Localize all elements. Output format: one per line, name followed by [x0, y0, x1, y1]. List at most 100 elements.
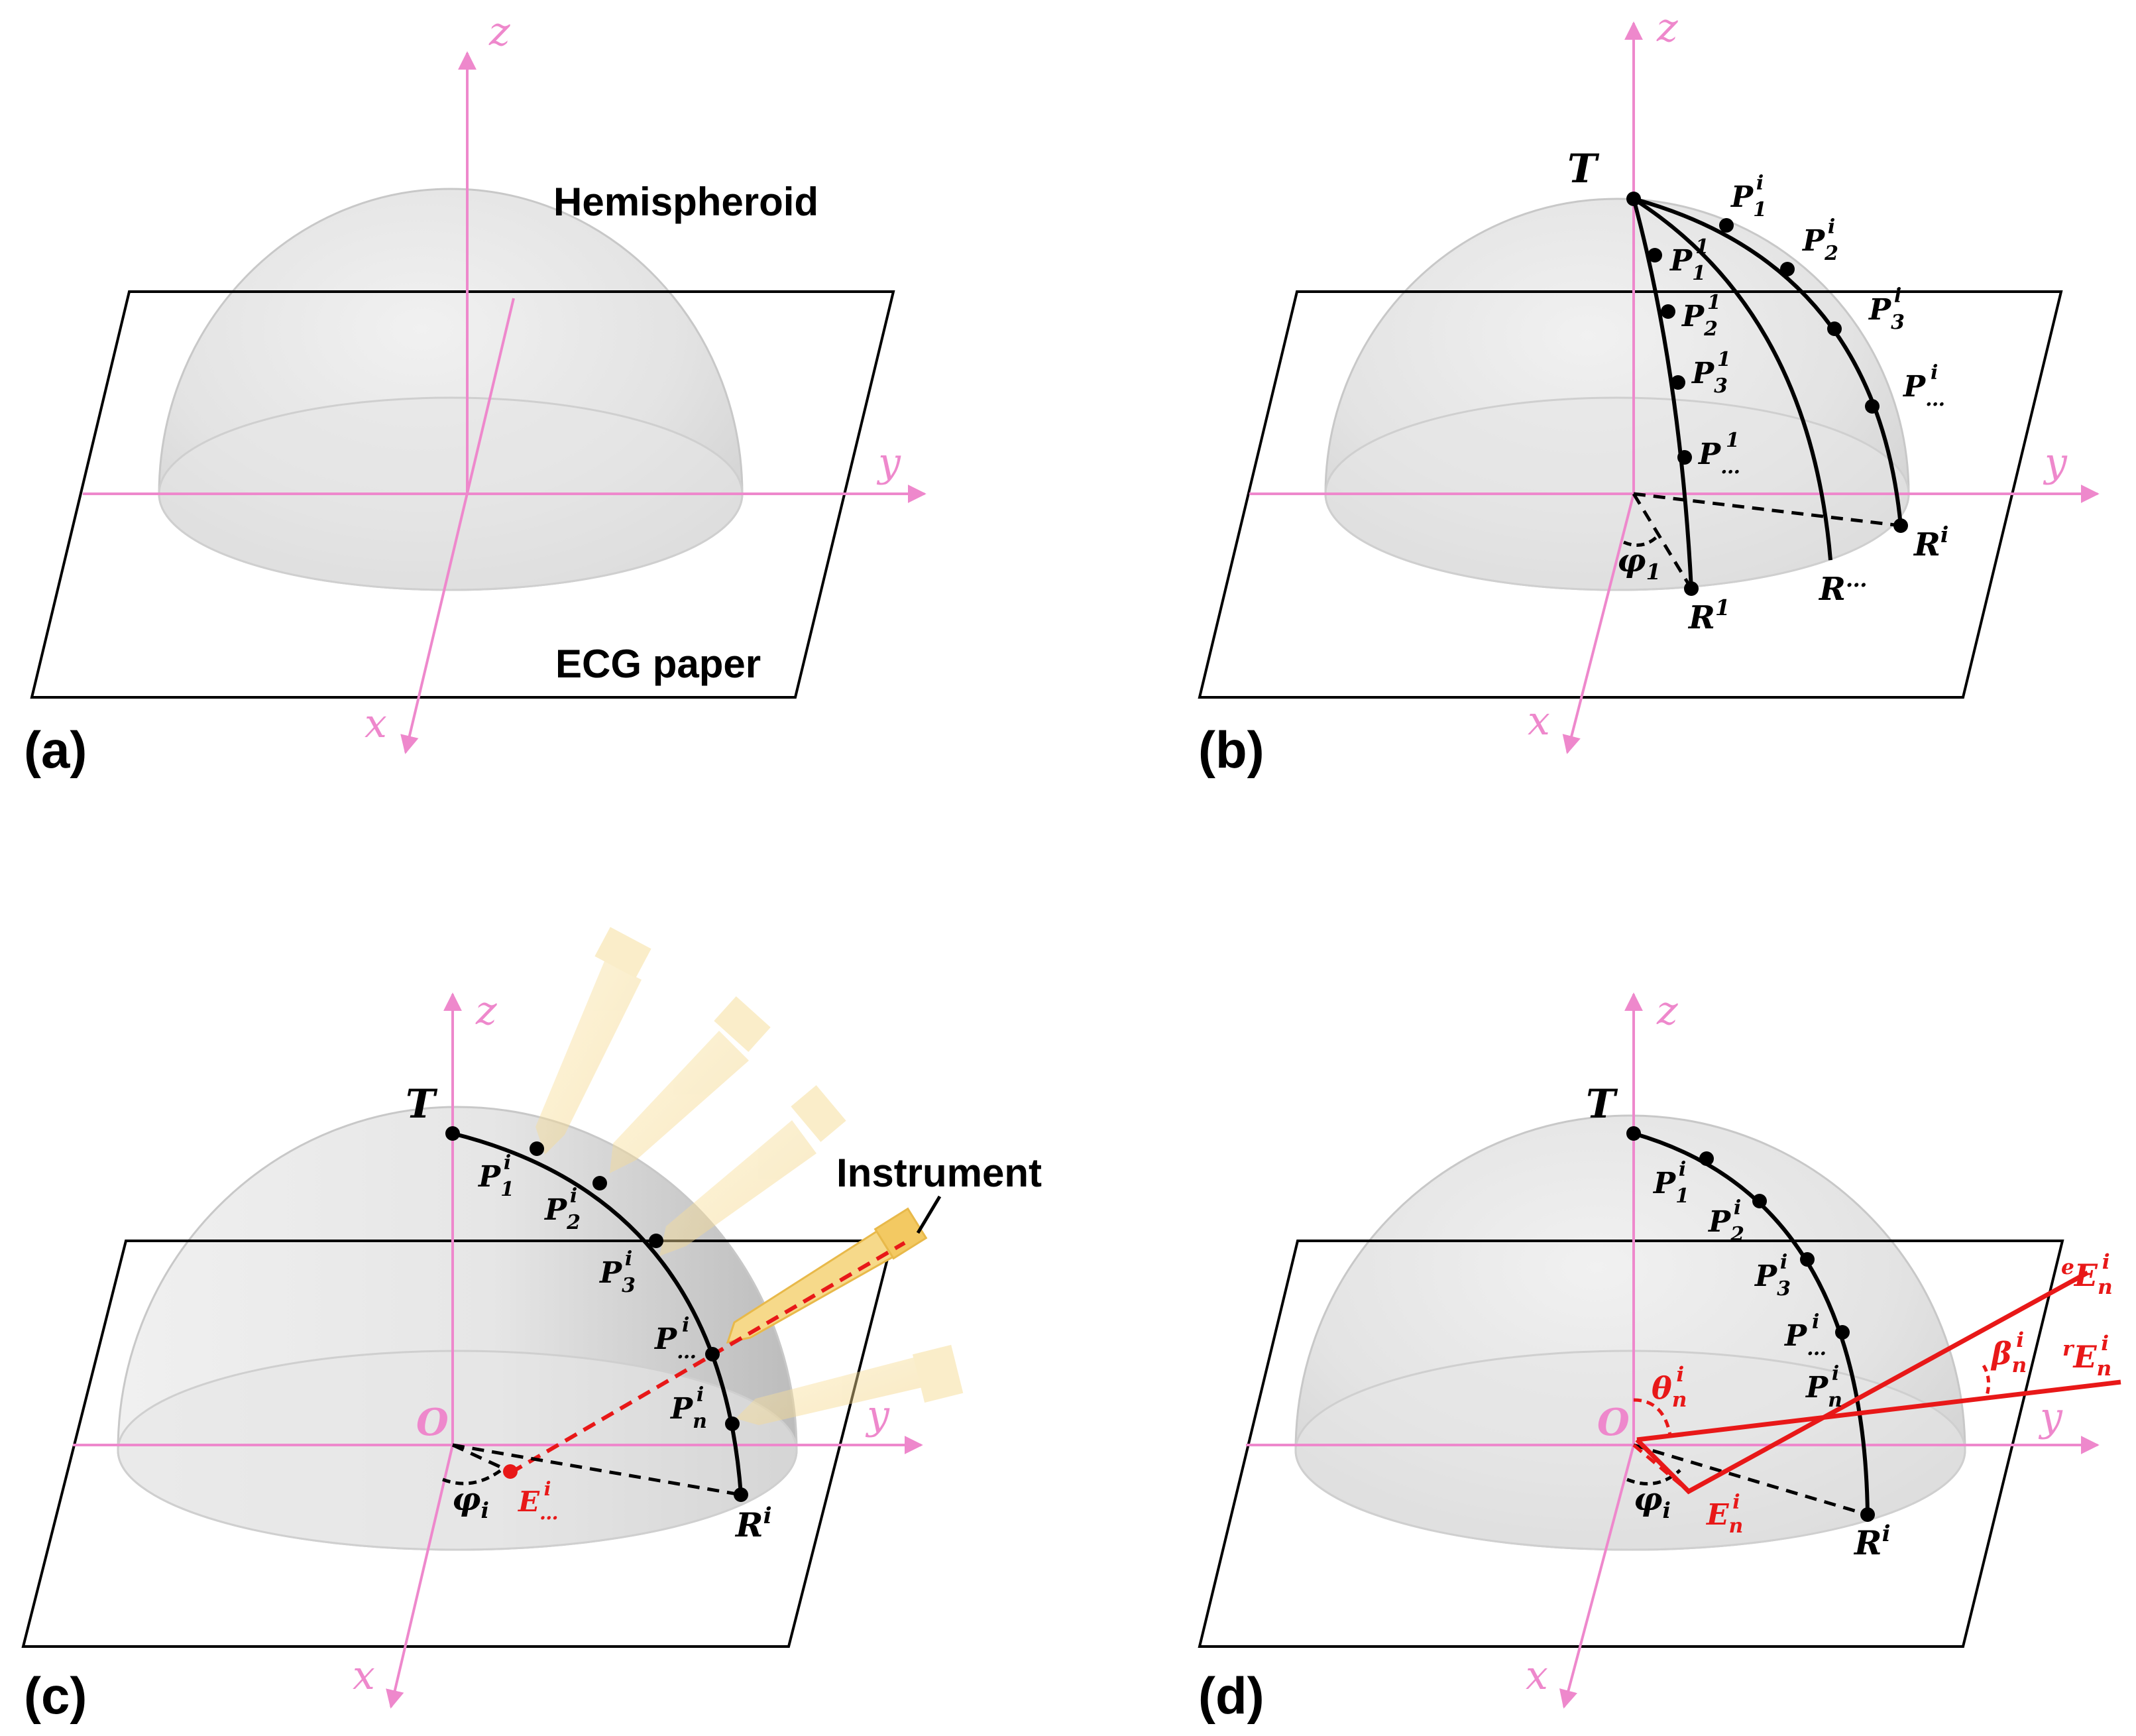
- dashed-red-oe: [1632, 1444, 1690, 1493]
- x-axis-label: x: [1528, 698, 1550, 744]
- phi-1-arc: [1623, 536, 1658, 547]
- point-P2-i: [592, 1176, 607, 1190]
- point-Pn-i: [725, 1417, 740, 1431]
- x-axis: [386, 1444, 454, 1709]
- label-R1: R1: [1687, 595, 1730, 636]
- point-P2-1: [1661, 304, 1675, 319]
- label-O: O: [416, 1401, 449, 1444]
- y-axis-label: y: [865, 1392, 890, 1438]
- y-axis-label: y: [2043, 439, 2068, 486]
- label-phi-1: φ1: [1617, 542, 1661, 585]
- label-Ri: Ri: [1913, 522, 1948, 563]
- label-Pdots-i: P…i: [1902, 361, 1945, 411]
- point-Pdots-1: [1677, 450, 1692, 465]
- label-Pn-i: Pni: [669, 1383, 707, 1433]
- label-P1-1: P11: [1669, 235, 1709, 285]
- point-P3-i: [649, 1234, 663, 1248]
- hemispheroid-base: [1294, 1350, 1966, 1551]
- instrument-ghost-2: [610, 996, 771, 1173]
- instrument-ghost-4: [736, 1344, 964, 1425]
- instrument-label: Instrument: [836, 1151, 1042, 1195]
- z-axis-label: z: [1656, 5, 1678, 51]
- label-P3-i: P3i: [1754, 1251, 1791, 1301]
- label-E-n-i: Eni: [1705, 1491, 1743, 1538]
- z-axis-label: z: [475, 988, 497, 1034]
- instrument-ghost-3: [659, 1085, 846, 1256]
- panel-letter-d: (d): [1198, 1666, 1265, 1725]
- x-axis: [400, 298, 515, 754]
- theta-arc: [1633, 1398, 1672, 1436]
- ecg-paper: [21, 1240, 894, 1648]
- x-axis-label: x: [365, 701, 387, 747]
- point-P2-i: [1780, 262, 1795, 276]
- label-Ri: Ri: [734, 1503, 771, 1544]
- meridian-curve-i: [1633, 197, 1903, 526]
- label-Ri: Ri: [1853, 1521, 1890, 1562]
- point-P3-i: [1800, 1252, 1815, 1267]
- label-T: T: [406, 1081, 438, 1128]
- point-Pdots-i: [1835, 1325, 1850, 1340]
- label-P1-i: P1i: [1652, 1158, 1689, 1208]
- panel-letter-b: (b): [1198, 721, 1265, 779]
- label-P3-i: P3i: [1868, 284, 1905, 334]
- point-Ri: [734, 1487, 748, 1502]
- instrument-ghost-1: [535, 927, 651, 1155]
- instrument-active: [726, 1207, 928, 1344]
- line-r-en: [1636, 1379, 2121, 1442]
- ecg-paper: [1198, 1240, 2064, 1648]
- label-rE-n-i: rEni: [2062, 1332, 2111, 1381]
- label-theta-n-i: θni: [1652, 1363, 1687, 1412]
- point-R1: [1684, 581, 1699, 596]
- ecg-paper-label: ECG paper: [555, 642, 761, 686]
- z-axis-label: z: [488, 9, 510, 55]
- label-P2-i: P2i: [1801, 215, 1838, 265]
- z-axis-label: z: [1656, 988, 1678, 1034]
- point-Pdots-i: [1865, 399, 1880, 414]
- meridian-curve-dots: [1632, 197, 1832, 561]
- label-Edots-i: E…i: [518, 1477, 559, 1524]
- dashed-ori: [452, 1443, 742, 1497]
- beta-arc: [1982, 1364, 1991, 1396]
- panel-a: z y x Hemispheroid ECG paper (a): [24, 9, 927, 779]
- label-Pdots-i: P…i: [1783, 1310, 1827, 1360]
- label-Pdots-i: P…i: [653, 1314, 697, 1363]
- point-T: [445, 1126, 460, 1141]
- point-Pdots-i: [705, 1347, 720, 1361]
- panel-b: z y x T P11 P21 P31 P…1 P1i P2i P3i P…i …: [1198, 5, 2100, 779]
- panel-letter-c: (c): [24, 1666, 87, 1725]
- ecg-paper: [30, 290, 895, 699]
- x-axis-label: x: [1526, 1652, 1548, 1699]
- label-phi-i: φi: [452, 1481, 489, 1523]
- label-T: T: [1567, 146, 1600, 192]
- label-P3-i: P3i: [598, 1247, 636, 1297]
- dashed-ori: [1633, 492, 1901, 528]
- label-T: T: [1586, 1081, 1618, 1128]
- label-P3-1: P31: [1691, 348, 1731, 398]
- point-P1-1: [1648, 248, 1662, 262]
- phi-i-arc: [1626, 1469, 1681, 1485]
- point-T: [1626, 1126, 1641, 1141]
- y-axis-label: y: [2038, 1394, 2063, 1440]
- point-P1-i: [530, 1141, 544, 1156]
- label-P2-i: P2i: [1707, 1196, 1744, 1246]
- label-Pn-i: Pni: [1805, 1362, 1842, 1412]
- point-P1-i: [1719, 218, 1734, 233]
- point-P3-i: [1827, 321, 1842, 336]
- y-axis-label: y: [876, 439, 901, 486]
- x-axis-label: x: [353, 1652, 375, 1699]
- panel-c: z y x Instrument: [21, 927, 1042, 1725]
- label-eE-n-i: eEni: [2061, 1250, 2113, 1299]
- x-axis: [1562, 493, 1635, 754]
- point-Edots-i: [503, 1464, 518, 1479]
- label-P1-i: P1i: [477, 1151, 514, 1201]
- ecg-paper: [1198, 290, 2063, 699]
- instrument-axis-dashed: [509, 1241, 906, 1475]
- point-T: [1626, 192, 1641, 206]
- hemispheroid-label: Hemispheroid: [553, 180, 818, 224]
- label-P2-1: P21: [1681, 291, 1721, 341]
- dashed-ori: [1633, 1443, 1868, 1517]
- point-P2-i: [1752, 1194, 1767, 1208]
- phi-i-arc: [442, 1467, 505, 1485]
- label-Pdots-1: P…1: [1697, 429, 1740, 479]
